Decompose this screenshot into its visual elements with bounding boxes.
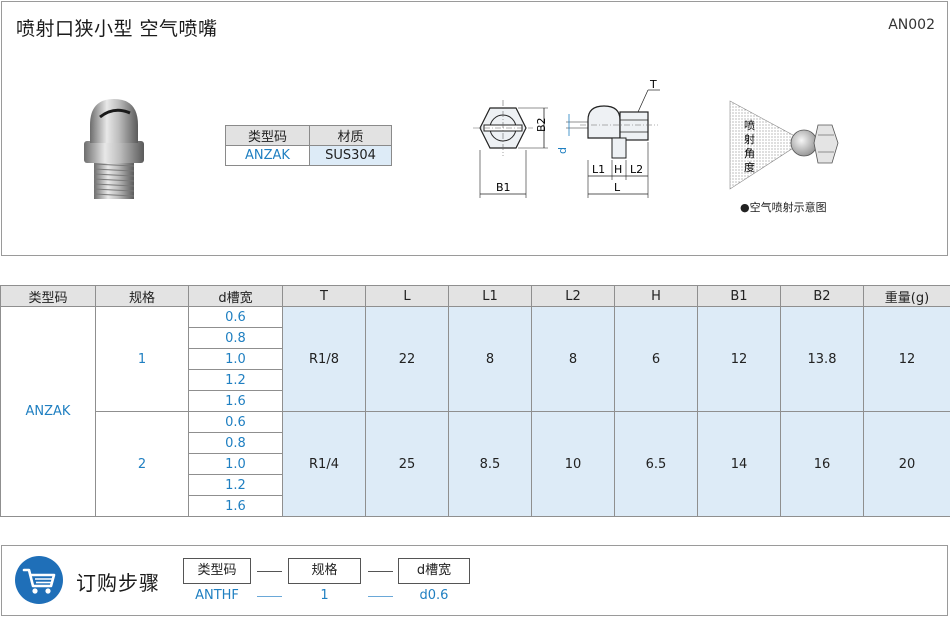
slot-width-cell: 0.8: [188, 327, 283, 349]
slot-width-cell: 1.2: [188, 474, 283, 496]
table-row: 2 0.6 R1/4 25 8.5 10 6.5 14 16 20: [1, 411, 950, 517]
spray-angle-char-3: 角: [744, 147, 755, 160]
l2-cell: 8: [531, 306, 615, 412]
b1-cell: 14: [697, 411, 781, 517]
col-header: L: [365, 285, 449, 307]
dim-label-h: H: [614, 163, 622, 176]
b2-cell: 16: [780, 411, 864, 517]
material-header-material: 材质: [309, 125, 392, 146]
table-row: 1.6: [1, 495, 950, 517]
col-header: 类型码: [0, 285, 96, 307]
slot-width-cell: 1.2: [188, 369, 283, 391]
dim-label-d: d: [556, 147, 569, 154]
dim-label-b2: B2: [535, 117, 548, 132]
table-row: ANZAK 1 0.6 R1/8 22 8 8 6 12 13.8 12: [0, 306, 950, 517]
col-header: L1: [448, 285, 532, 307]
slot-width-cell: 0.6: [188, 306, 283, 328]
l1-cell: 8.5: [448, 411, 532, 517]
material-type-code: ANZAK: [225, 145, 310, 166]
col-header: 规格: [95, 285, 189, 307]
material-value: SUS304: [309, 145, 392, 166]
col-header: 重量(g): [863, 285, 950, 307]
l1-cell: 8: [448, 306, 532, 412]
table-row: 0.8: [1, 327, 950, 349]
spec-cell: 2: [95, 411, 189, 517]
weight-cell: 12: [863, 306, 950, 412]
material-table: 类型码 材质 ANZAK SUS304: [225, 125, 392, 166]
dim-label-l2: L2: [630, 163, 643, 176]
dim-label-l: L: [614, 181, 621, 194]
order-step-connector: [368, 571, 393, 572]
t-cell: R1/4: [282, 411, 366, 517]
product-code: AN002: [888, 17, 935, 33]
spray-caption: ●空气喷射示意图: [740, 201, 827, 214]
col-header: B2: [780, 285, 864, 307]
order-title: 订购步骤: [76, 571, 160, 595]
spec-cell: 1: [95, 306, 189, 412]
dim-label-l1: L1: [592, 163, 605, 176]
order-steps-panel: 订购步骤 类型码 规格 d槽宽 ANTHF 1 d0.6: [1, 545, 948, 616]
slot-width-cell: 1.0: [188, 453, 283, 475]
dim-label-b1: B1: [496, 181, 511, 194]
weight-cell: 20: [863, 411, 950, 517]
h-cell: 6.5: [614, 411, 698, 517]
spray-angle-char-2: 射: [744, 132, 755, 146]
order-step-spec: 规格: [288, 558, 361, 584]
product-photo: [84, 99, 144, 199]
col-header: B1: [697, 285, 781, 307]
b1-cell: 12: [697, 306, 781, 412]
dim-label-t: T: [649, 80, 657, 91]
t-cell: R1/8: [282, 306, 366, 412]
table-row: 1.2: [1, 369, 950, 391]
material-header-type: 类型码: [225, 125, 310, 146]
slot-width-cell: 1.6: [188, 390, 283, 412]
slot-width-cell: 1.0: [188, 348, 283, 370]
spray-angle-char-4: 度: [744, 160, 755, 174]
col-header: H: [614, 285, 698, 307]
order-example-spec: 1: [320, 588, 329, 603]
slot-width-cell: 1.6: [188, 495, 283, 517]
product-overview-panel: 喷射口狭小型 空气喷嘴 AN002 类型码 材质: [1, 1, 948, 256]
spec-table: 类型码 规格 d槽宽 T L L1 L2 H B1 B2 重量(g) ANZAK…: [0, 285, 950, 517]
b2-cell: 13.8: [780, 306, 864, 412]
col-header: L2: [531, 285, 615, 307]
h-cell: 6: [614, 306, 698, 412]
slot-width-cell: 0.6: [188, 411, 283, 433]
l-cell: 22: [365, 306, 449, 412]
page-title: 喷射口狭小型 空气喷嘴: [16, 18, 218, 40]
spec-header-row: 类型码 规格 d槽宽 T L L1 L2 H B1 B2 重量(g): [0, 285, 950, 307]
col-header: d槽宽: [188, 285, 283, 307]
cart-icon: [15, 556, 63, 604]
type-code-cell: ANZAK: [0, 306, 96, 517]
order-step-slot-width: d槽宽: [398, 558, 470, 584]
col-header: T: [282, 285, 366, 307]
spray-diagram: 喷 射 角 度: [729, 100, 839, 190]
l-cell: 25: [365, 411, 449, 517]
slot-width-cell: 0.8: [188, 432, 283, 454]
order-example-type-code: ANTHF: [195, 588, 239, 603]
order-step-connector: [257, 571, 282, 572]
l2-cell: 10: [531, 411, 615, 517]
order-example-slot-width: d0.6: [419, 588, 449, 603]
spray-angle-char-1: 喷: [744, 119, 755, 132]
order-step-type-code: 类型码: [183, 558, 251, 584]
dimension-drawing: B2 B1 d T L1 H L2 L: [473, 80, 660, 198]
order-example-connector: [368, 596, 393, 597]
order-example-connector: [257, 596, 282, 597]
